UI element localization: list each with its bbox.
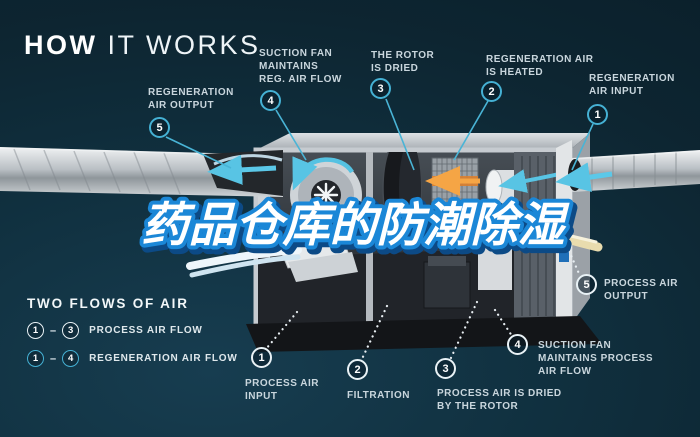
label-process-air-input: PROCESS AIR INPUT	[245, 378, 320, 402]
legend-circle-1: 1	[27, 322, 44, 339]
label-process-air-dried: PROCESS AIR IS DRIED BY THE ROTOR	[437, 388, 562, 412]
filter-panel	[288, 252, 358, 282]
legend-label-regeneration: REGENERATION AIR FLOW	[89, 353, 238, 364]
regeneration-output-duct	[0, 147, 284, 197]
brand-logo-plate	[559, 236, 569, 262]
process-leader-lines	[264, 244, 582, 363]
legend-circle-4: 4	[62, 350, 80, 367]
process-air-ribbons	[186, 229, 603, 278]
headline-overlay: 药品仓库的防潮除湿 药品仓库的防潮除湿	[138, 194, 579, 260]
label-rotor-is-dried: THE ROTOR IS DRIED	[371, 50, 435, 74]
legend-dash-2: –	[50, 352, 57, 365]
dehumidifier-unit	[246, 133, 602, 352]
badge-process-4: 4	[507, 334, 528, 355]
badge-process-3: 3	[435, 358, 456, 379]
machine-top-face	[256, 133, 590, 150]
badge-process-1: 1	[251, 347, 272, 368]
process-output-ribbon	[545, 229, 603, 252]
label-regeneration-air-output: REGENERATION AIR OUTPUT	[148, 87, 234, 111]
regeneration-leader-lines	[165, 98, 594, 171]
pump-box	[423, 261, 471, 309]
desiccant-rotor	[382, 152, 422, 241]
badge-process-5: 5	[576, 274, 597, 295]
label-suction-fan-process: SUCTION FAN MAINTAINS PROCESS AIR FLOW	[538, 340, 653, 377]
legend-circle-1b: 1	[27, 350, 44, 367]
label-filtration: FILTRATION	[347, 390, 410, 401]
badge-process-2: 2	[347, 359, 368, 380]
legend-circle-3: 3	[62, 322, 80, 339]
fan-airflow-arrow	[292, 156, 354, 191]
regeneration-heater	[425, 157, 480, 209]
page-title: HOW IT WORKS	[24, 30, 261, 61]
legend-row-regeneration: 1 – 4 REGENERATION AIR FLOW	[27, 350, 238, 367]
legend-dash: –	[50, 324, 57, 337]
interior-cabinet	[478, 238, 512, 290]
label-regeneration-air-input: REGENERATION AIR INPUT	[589, 73, 675, 97]
headline-text: 药品仓库的防潮除湿	[142, 198, 571, 251]
badge-regeneration-1: 1	[587, 104, 608, 125]
badge-regeneration-4: 4	[260, 90, 281, 111]
regeneration-output-arrow	[207, 154, 277, 185]
label-suction-fan-reg: SUCTION FAN MAINTAINS REG. AIR FLOW	[259, 48, 342, 85]
title-bold: HOW	[24, 30, 98, 60]
label-process-air-output: PROCESS AIR OUTPUT	[604, 278, 679, 302]
legend-heading: TWO FLOWS OF AIR	[27, 296, 189, 311]
title-light: IT WORKS	[97, 30, 261, 60]
badge-regeneration-3: 3	[370, 78, 391, 99]
legend: TWO FLOWS OF AIR 1 – 3 PROCESS AIR FLOW …	[27, 296, 238, 378]
headline-shadow: 药品仓库的防潮除湿	[145, 202, 574, 255]
badge-regeneration-2: 2	[481, 81, 502, 102]
badge-regeneration-5: 5	[149, 117, 170, 138]
legend-row-process: 1 – 3 PROCESS AIR FLOW	[27, 322, 238, 339]
label-regeneration-air-heated: REGENERATION AIR IS HEATED	[486, 54, 594, 78]
regeneration-input-duct	[555, 150, 700, 193]
regeneration-input-arrow	[555, 162, 613, 193]
legend-label-process: PROCESS AIR FLOW	[89, 325, 203, 336]
process-input-ribbon	[186, 246, 302, 270]
